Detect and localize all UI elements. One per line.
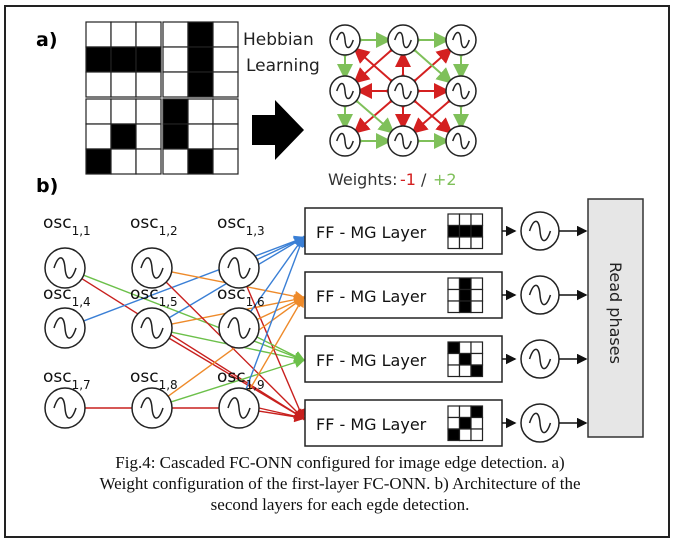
layer-pattern-icon [447, 213, 484, 250]
pattern-diagonal-left [85, 98, 162, 175]
connection-edge [168, 337, 306, 420]
hebbian-edge [411, 86, 464, 134]
connection-edge [170, 357, 306, 403]
oscillator-icon [44, 247, 86, 289]
output-oscillator-icon [520, 275, 560, 315]
oscillator-icon [445, 125, 477, 157]
hebbian-edge [353, 35, 407, 84]
ff-mg-layer: FF - MG Layer [304, 335, 588, 383]
learning-arrow-icon [252, 100, 304, 160]
figure-caption: Fig.4: Cascaded FC-ONN configured for im… [30, 452, 650, 515]
training-patterns [85, 21, 239, 175]
layer-pattern-icon [447, 405, 484, 442]
oscillator-icon [445, 24, 477, 56]
oscillator-icon [131, 247, 173, 289]
hebbian-connections [337, 32, 469, 149]
output-oscillator-icon [520, 403, 560, 443]
ff-mg-layer: FF - MG Layer [304, 399, 588, 447]
oscillator-label: osc1,6 [217, 284, 265, 309]
ff-mg-layer: FF - MG Layer [304, 271, 588, 319]
oscillator-icon [131, 387, 173, 429]
weight-negative: -1 [400, 170, 416, 189]
oscillator-icon [218, 387, 260, 429]
read-phases-label: Read phases [606, 262, 625, 364]
connection-edge [83, 235, 306, 322]
connection-edge [258, 407, 306, 422]
hebbian-edge [342, 86, 395, 134]
oscillator-label: osc1,3 [217, 213, 265, 238]
layer-pattern-icon [447, 341, 484, 378]
oscillator-icon [329, 125, 361, 157]
caption-line-1: Fig.4: Cascaded FC-ONN configured for im… [115, 453, 565, 472]
oscillator-icon [387, 125, 419, 157]
oscillator-icon [445, 75, 477, 107]
ff-mg-layer-label: FF - MG Layer [316, 415, 427, 434]
caption-line-3: second layers for each egde detection. [210, 495, 470, 514]
ff-mg-layer-label: FF - MG Layer [316, 351, 427, 370]
caption-line-2: Weight configuration of the first-layer … [99, 474, 581, 493]
oscillator-icon [387, 75, 419, 107]
weights-prefix: Weights: [328, 170, 397, 189]
oscillator-label: osc1,4 [43, 284, 91, 309]
oscillator-icon [44, 387, 86, 429]
connection-edge [250, 235, 305, 313]
oscillator-label: osc1,1 [43, 213, 91, 238]
connection-edge [248, 295, 305, 392]
oscillator-label: osc1,2 [130, 213, 178, 238]
output-oscillator-icon [520, 211, 560, 251]
read-phases-box [587, 198, 644, 438]
pattern-diagonal-right [162, 98, 239, 175]
oscillator-icon [44, 307, 86, 349]
hebbian-network [329, 24, 477, 157]
connection-edge [245, 235, 306, 390]
ff-mg-layer-label: FF - MG Layer [316, 287, 427, 306]
connection-edge [165, 281, 305, 420]
pattern-vertical [162, 21, 239, 98]
pattern-horizontal [85, 21, 162, 98]
weight-separator: / [421, 170, 427, 189]
weight-positive: +2 [433, 170, 457, 189]
learning-label: Learning [246, 56, 320, 76]
ff-mg-layer-label: FF - MG Layer [316, 223, 427, 242]
oscillator-icon [329, 75, 361, 107]
panel-a-label: a) [36, 29, 58, 51]
panel-b-label: b) [36, 175, 58, 197]
oscillator-connections [81, 235, 306, 423]
oscillator-icon [218, 307, 260, 349]
oscillator-icon [329, 24, 361, 56]
layer-pattern-icon [447, 277, 484, 314]
oscillator-icon [387, 24, 419, 56]
connection-edge [83, 274, 306, 363]
output-oscillator-icon [520, 339, 560, 379]
hebbian-edge [399, 35, 453, 84]
connection-edge [246, 286, 305, 421]
oscillator-icon [131, 307, 173, 349]
hebbian-label: Hebbian [243, 30, 314, 50]
oscillator-icon [218, 247, 260, 289]
ff-mg-layer: FF - MG Layer [304, 207, 588, 255]
connection-edge [81, 278, 306, 420]
